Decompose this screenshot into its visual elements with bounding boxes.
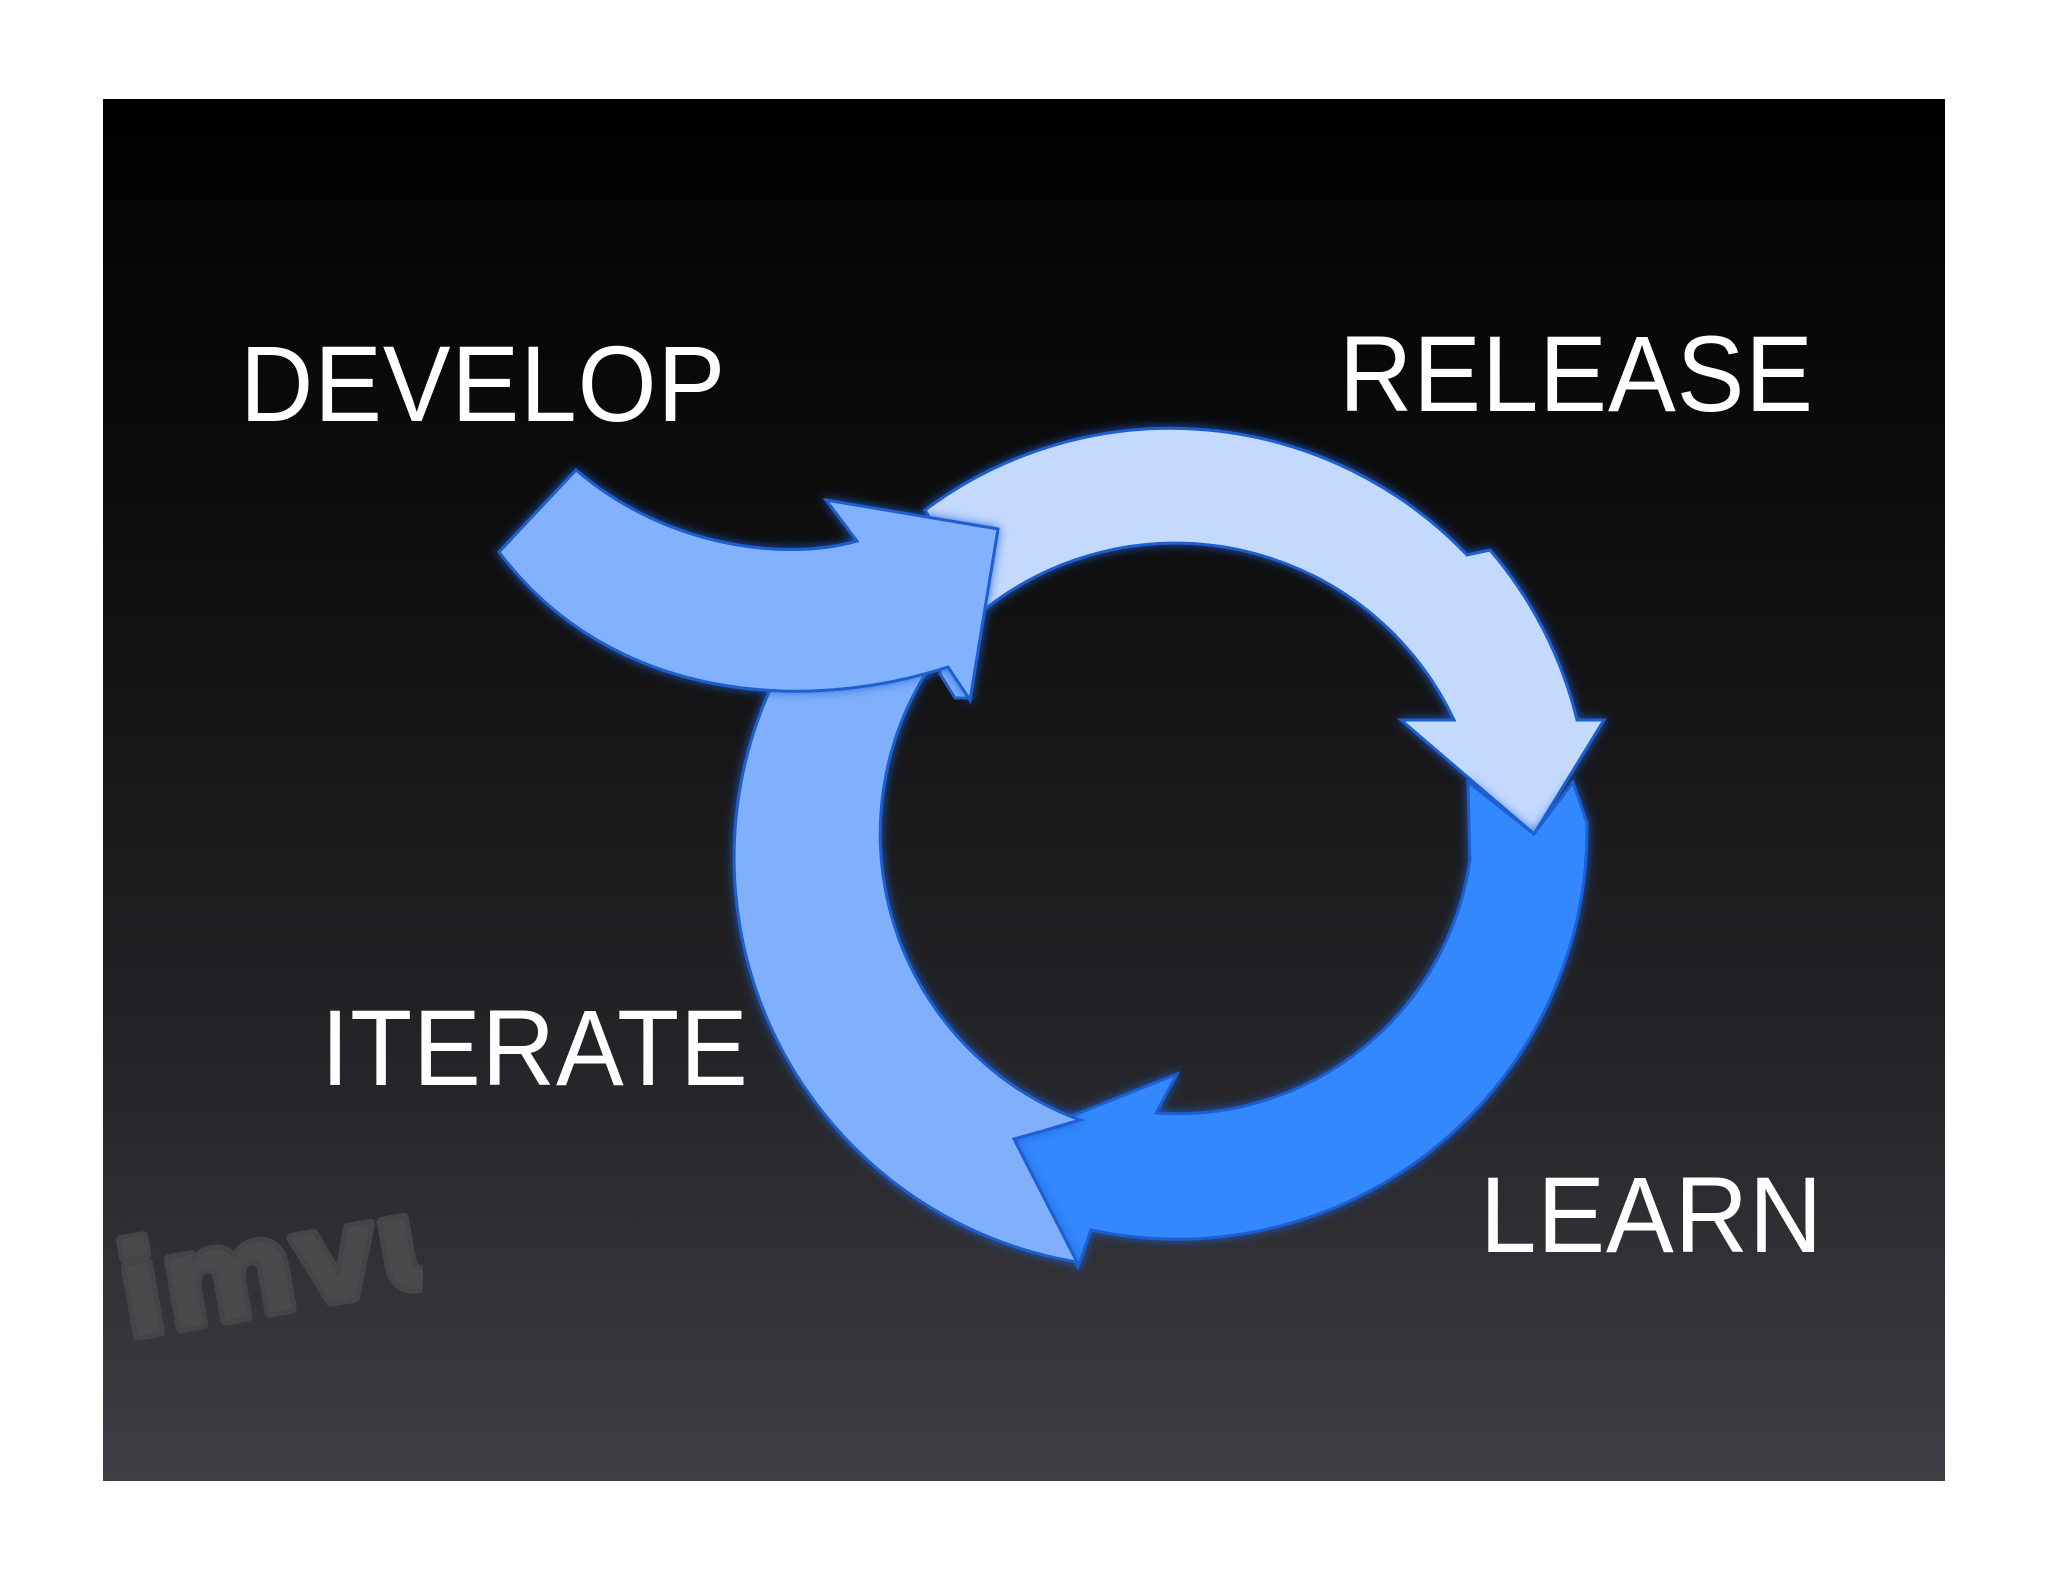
stage-label-release: RELEASE [1339, 313, 1814, 434]
stage-label-develop: DEVELOP [240, 323, 727, 444]
stage-label-learn: LEARN [1480, 1154, 1824, 1275]
cycle-diagram [497, 426, 1607, 1271]
develop-arrow [497, 467, 1000, 705]
logo-text: imvu [107, 1164, 423, 1368]
iterate-arrow [732, 649, 1085, 1264]
stage-label-iterate: ITERATE [321, 987, 749, 1108]
slide: DEVELOP RELEASE ITERATE LEARN imvu [103, 99, 1945, 1481]
release-arrow [923, 426, 1607, 837]
imvu-logo-icon: imvu [103, 1164, 423, 1373]
learn-arrow [1011, 778, 1589, 1271]
